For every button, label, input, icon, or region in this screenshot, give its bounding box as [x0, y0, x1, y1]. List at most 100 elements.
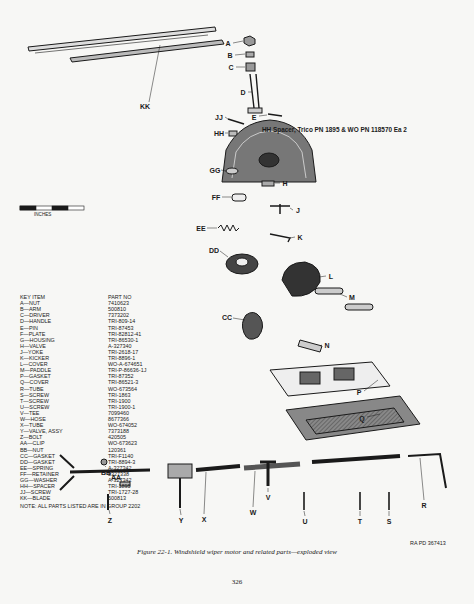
table-item: JJ—SCREW	[20, 489, 51, 495]
callout-letter: Q	[359, 415, 364, 422]
table-item: B—ARM	[20, 306, 41, 312]
tee	[260, 462, 276, 486]
callout-letter: B	[227, 52, 232, 59]
table-item: W—HOSE	[20, 416, 46, 422]
callout-letter: W	[250, 509, 257, 516]
table-item: H—VALVE	[20, 343, 46, 349]
callout-letter: T	[358, 518, 362, 525]
gasket-plate	[270, 362, 390, 396]
table-part-number: A-327340	[108, 343, 131, 349]
table-part-number: TRI-82812-41	[108, 331, 141, 337]
table-item: X—TUBE	[20, 422, 43, 428]
callout-letter: J	[296, 207, 300, 214]
table-part-number: TRI-1900	[108, 398, 130, 404]
table-part-number: A-327342	[108, 477, 131, 483]
paddle	[315, 288, 343, 294]
table-part-number: TRI-1863	[108, 392, 130, 398]
callout-letter: H	[282, 180, 287, 187]
figure-caption: Figure 22-1. Windshield wiper motor and …	[0, 548, 474, 556]
cover-body	[286, 396, 420, 440]
tube	[312, 456, 400, 462]
table-item: GG—WASHER	[20, 477, 57, 483]
table-item: EE—SPRING	[20, 465, 53, 471]
callout-letter: R	[421, 502, 426, 509]
arm-part	[246, 52, 254, 57]
retainer	[232, 194, 246, 201]
table-item: AA—CLIP	[20, 440, 45, 446]
table-item: Z—BOLT	[20, 434, 42, 440]
table-part-number: PART NO	[108, 294, 131, 300]
pin	[268, 114, 282, 116]
paddle	[345, 304, 373, 310]
table-part-number: WO-673623	[108, 440, 137, 446]
handle	[250, 74, 259, 108]
table-part-number: 5327338	[108, 471, 129, 477]
callout-letter: JJ	[215, 114, 223, 121]
table-item: P—GASKET	[20, 373, 51, 379]
table-part-number: TRI-2618-17	[108, 349, 138, 355]
kicker	[270, 234, 290, 242]
reference-number: RA PD 367413	[410, 540, 446, 546]
table-item: A—NUT	[20, 300, 40, 306]
callout-letter: E	[252, 114, 257, 121]
table-part-number: TRI-8894-3	[108, 459, 135, 465]
table-part-number: TRI-1727-28	[108, 489, 138, 495]
table-item: U—SCREW	[20, 404, 49, 410]
callout-letter: DD	[209, 247, 219, 254]
table-item: CC—GASKET	[20, 453, 55, 459]
yoke	[270, 204, 290, 214]
callout-letter: EE	[196, 225, 205, 232]
table-part-number: 7410623	[108, 300, 129, 306]
table-item: Q—COVER	[20, 379, 49, 385]
callout-letter: GG	[210, 167, 221, 174]
gasket	[226, 254, 258, 274]
table-part-number: TRI-87352	[108, 373, 133, 379]
washer	[226, 168, 238, 174]
nut	[244, 36, 255, 46]
screw	[388, 492, 390, 510]
callout-letter: V	[266, 494, 271, 501]
table-part-number: TRI-1895	[108, 483, 130, 489]
table-part-number: TRI-87453	[108, 325, 133, 331]
table-part-number: WO-A-674651	[108, 361, 142, 367]
gasket	[242, 312, 262, 339]
valve-assembly	[168, 464, 192, 478]
callout-letter: HH	[214, 130, 224, 137]
table-part-number: WO-674052	[108, 422, 137, 428]
annotation-note: HH Spacer, Trico PN 1895 & WO PN 118570 …	[262, 126, 407, 133]
table-part-number: 7373202	[108, 312, 129, 318]
page-number: 326	[232, 578, 243, 586]
table-item: R—TUBE	[20, 386, 44, 392]
table-item: L—COVER	[20, 361, 48, 367]
table-part-number: 500813	[108, 495, 126, 501]
scale-label: INCHES	[34, 212, 51, 217]
table-part-number: 7373188	[108, 428, 129, 434]
callout-letter: KK	[140, 103, 150, 110]
callout-letter: A	[225, 40, 230, 47]
scale-bar	[20, 206, 84, 210]
valve	[262, 181, 274, 186]
part-n	[298, 340, 322, 352]
table-part-number: A-327342	[108, 465, 131, 471]
table-part-number: 8677366	[108, 416, 129, 422]
table-item: KEY ITEM	[20, 294, 45, 300]
table-part-number: TRI-P-86636-1J	[108, 367, 146, 373]
table-part-number: TRI-86521-3	[108, 379, 138, 385]
table-part-number: TRI-1900-1	[108, 404, 135, 410]
table-part-number: 420505	[108, 434, 126, 440]
table-item: HH—SPACER	[20, 483, 55, 489]
callout-letter: U	[302, 518, 307, 525]
callout-letter: Y	[179, 517, 184, 524]
table-item: M—PADDLE	[20, 367, 51, 373]
table-item: FF—RETAINER	[20, 471, 59, 477]
table-item: G—HOUSING	[20, 337, 55, 343]
table-item: S—SCREW	[20, 392, 49, 398]
table-part-number: TRI-86530-1	[108, 337, 138, 343]
table-part-number: WO-673564	[108, 386, 137, 392]
screw	[303, 492, 305, 510]
screw	[228, 119, 244, 124]
table-part-number: 120361	[108, 447, 126, 453]
table-item: T—SCREW	[20, 398, 49, 404]
callout-letter: D	[240, 89, 245, 96]
